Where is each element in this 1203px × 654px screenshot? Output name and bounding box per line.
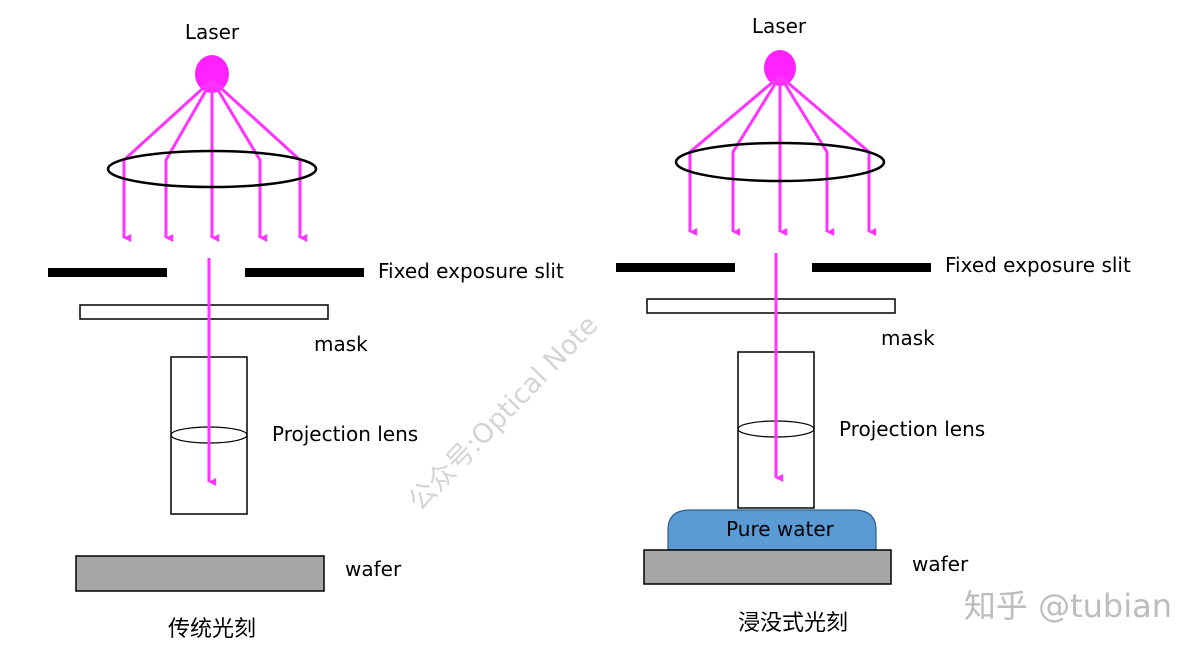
laser-source-icon: [764, 50, 796, 86]
wafer: [75, 555, 325, 592]
projection-lens-label: Projection lens: [272, 422, 418, 446]
slit-label: Fixed exposure slit: [945, 253, 1131, 277]
laser-fan-beams: [688, 74, 877, 236]
caption-immersion: 浸没式光刻: [738, 611, 848, 636]
slit-right-blade: [812, 263, 931, 272]
projection-lens-label: Projection lens: [839, 417, 985, 441]
wafer: [643, 549, 892, 585]
mask: [646, 298, 896, 314]
pure-water-label: Pure water: [726, 517, 835, 541]
pure-water-layer: [667, 509, 877, 551]
laser-source-icon: [195, 55, 229, 93]
laser-label: Laser: [185, 20, 240, 44]
mask: [79, 304, 329, 320]
slit-left-blade: [48, 268, 167, 277]
brand-watermark: 知乎 @tubian: [964, 587, 1172, 625]
laser-fan-beams: [122, 78, 308, 242]
collimating-lens-icon: [106, 149, 318, 189]
mask-label: mask: [314, 332, 368, 356]
slit-right-blade: [245, 268, 364, 277]
beam-4: [778, 75, 835, 236]
mask-label: mask: [881, 326, 935, 350]
conventional-lithography-diagram: Laser Fixed exposure slit mask Projectio…: [48, 20, 564, 642]
immersion-lithography-diagram: Laser Fixed exposure slit mask Projectio…: [616, 14, 1131, 636]
collimating-lens-icon: [674, 141, 886, 183]
wafer-label: wafer: [912, 552, 969, 576]
slit-left-blade: [616, 263, 735, 272]
wafer-label: wafer: [345, 557, 402, 581]
diagonal-watermark: 公众号:Optical Note: [403, 310, 604, 517]
beam-4: [210, 79, 268, 242]
beam-2: [731, 75, 782, 236]
slit-label: Fixed exposure slit: [378, 259, 564, 283]
caption-conventional: 传统光刻: [168, 617, 256, 642]
laser-label: Laser: [752, 14, 807, 38]
beam-2: [164, 79, 214, 242]
